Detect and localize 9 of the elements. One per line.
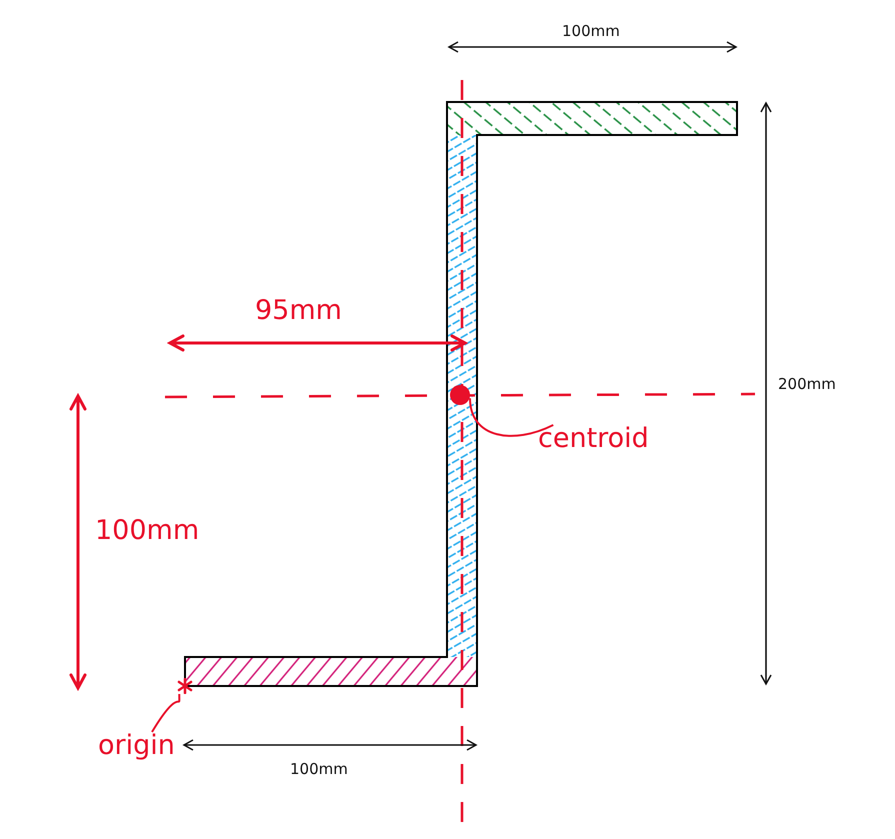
callout-label: centroid <box>538 425 649 452</box>
dimension-label: 100mm <box>562 24 620 39</box>
dimension-label: 100mm <box>290 762 348 777</box>
callout-label: origin <box>98 732 175 759</box>
dimension-label: 100mm <box>95 517 200 544</box>
leader-line <box>469 398 554 437</box>
leader-line <box>151 694 180 733</box>
dimension-label: 200mm <box>778 377 836 392</box>
dimension-label: 95mm <box>255 297 342 324</box>
